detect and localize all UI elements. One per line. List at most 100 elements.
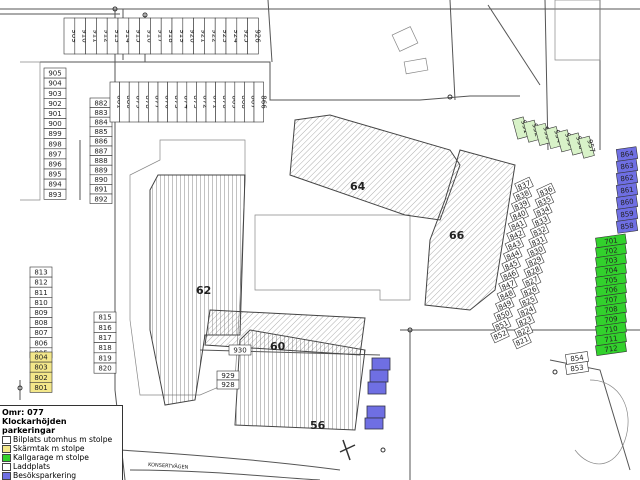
parking-spot-label: 920 — [189, 29, 197, 42]
parking-spot-label: 899 — [48, 130, 61, 138]
parking-spot-label: 922 — [210, 29, 218, 42]
parking-spot-label: 930 — [233, 347, 246, 355]
parking-spot-label: 885 — [94, 128, 107, 136]
parking-spot-label: 892 — [94, 195, 107, 203]
parking-spot-853: 853 — [565, 361, 589, 375]
parking-spot-label: 884 — [94, 119, 108, 127]
parking-spot-label: 811 — [34, 289, 47, 297]
building-label-56: 56 — [310, 419, 326, 432]
parking-spot-label: 897 — [48, 150, 61, 158]
legend-item-visitor: Besöksparkering — [2, 471, 122, 480]
parking-spot-label: 889 — [94, 167, 107, 175]
parking-spot-label: 957 — [585, 139, 596, 154]
visitor-spot — [369, 369, 389, 383]
parking-spot-label: 858 — [620, 222, 634, 232]
parking-spot-892: 892 — [89, 193, 113, 204]
parking-spot-label: 705 — [604, 276, 618, 286]
parking-spot-label: 911 — [92, 29, 100, 42]
parking-spot-885: 885 — [89, 126, 113, 137]
parking-spot-804: 804 — [29, 351, 53, 363]
parking-spot-label: 816 — [98, 324, 112, 332]
parking-spot-label: 872 — [202, 95, 210, 108]
parking-spot-label: 894 — [48, 181, 62, 189]
parking-spot-label: 711 — [604, 335, 618, 345]
parking-spot-label: 806 — [34, 339, 48, 347]
parking-spot-891: 891 — [89, 184, 113, 195]
visitor-spot — [364, 417, 384, 430]
parking-spot-label: 895 — [48, 171, 61, 179]
building-66 — [424, 149, 516, 311]
parking-spot-label: 802 — [34, 374, 47, 382]
parking-spot-926: 926 — [247, 17, 262, 55]
parking-spot-label: 808 — [34, 319, 47, 327]
parking-spot-801: 801 — [29, 381, 53, 393]
parking-spot-label: 817 — [98, 334, 111, 342]
parking-spot-label: 875 — [173, 95, 181, 108]
parking-spot-label: 863 — [620, 162, 634, 172]
building-62 — [149, 174, 246, 406]
legend-label: Kallgarage m stolpe — [13, 453, 89, 462]
parking-spot-866: 866 — [253, 81, 267, 123]
parking-spot-label: 904 — [48, 80, 62, 88]
parking-spot-label: 886 — [94, 138, 108, 146]
parking-spot-883: 883 — [89, 107, 113, 118]
visitor-spot — [366, 405, 386, 419]
parking-spot-label: 854 — [570, 354, 585, 364]
legend-swatch — [2, 462, 11, 471]
parking-spot-label: 912 — [102, 29, 110, 42]
parking-spot-929: 929 — [216, 370, 240, 381]
parking-spot-label: 819 — [98, 354, 111, 362]
parking-spot-label: 888 — [94, 157, 107, 165]
building-labels: 62 60 64 66 56 — [196, 180, 465, 432]
parking-spot-label: 809 — [34, 309, 47, 317]
parking-spot-label: 862 — [620, 174, 634, 184]
parking-spot-904: 904 — [43, 77, 67, 89]
parking-spot-888: 888 — [89, 155, 113, 166]
building-64 — [289, 114, 461, 221]
parking-spot-label: 820 — [98, 365, 111, 373]
parking-spot-label: 883 — [94, 109, 107, 117]
parking-spot-label: 890 — [94, 176, 107, 184]
parking-spot-886: 886 — [89, 136, 113, 147]
parking-spot-889: 889 — [89, 164, 113, 176]
parking-spot-label: 853 — [570, 364, 584, 374]
parking-spot-label: 917 — [156, 29, 164, 42]
parking-spot-928: 928 — [216, 379, 240, 390]
parking-spot-818: 818 — [93, 342, 117, 354]
parking-spot-label: 812 — [34, 279, 47, 287]
parking-spot-label: 869 — [231, 95, 239, 108]
parking-spot-815: 815 — [93, 311, 117, 323]
parking-spot-label: 901 — [48, 110, 61, 118]
parking-spot-label: 859 — [620, 210, 634, 220]
parking-spot-label: 877 — [154, 95, 162, 108]
parking-spot-label: 702 — [604, 246, 618, 256]
parking-spot-label: 924 — [232, 29, 240, 43]
building-label-64: 64 — [350, 180, 366, 193]
parking-spot-label: 804 — [34, 354, 48, 362]
map-legend: Omr: 077 Klockarhöjden parkeringar Bilpl… — [0, 405, 123, 480]
parking-spot-label: 874 — [183, 95, 191, 109]
parking-spot-label: 703 — [604, 256, 618, 266]
parking-spot-label: 866 — [259, 95, 267, 109]
legend-label: Skärmtak m stolpe — [13, 444, 85, 453]
parking-spot-label: 923 — [221, 29, 229, 42]
parking-spot-887: 887 — [89, 145, 113, 156]
parking-spot-label: 916 — [146, 29, 154, 43]
parking-spot-810: 810 — [29, 296, 53, 308]
parking-spot-819: 819 — [93, 352, 117, 364]
legend-swatch — [2, 453, 11, 462]
parking-spot-884: 884 — [89, 116, 113, 128]
street-label: KONSERTVÄGEN — [148, 461, 189, 471]
parking-spot-label: 861 — [620, 186, 634, 196]
parking-spot-label: 914 — [124, 29, 132, 43]
parking-spot-label: 929 — [221, 372, 234, 380]
building-label-60: 60 — [270, 340, 286, 353]
building-label-66: 66 — [449, 229, 465, 242]
parking-spot-712: 712 — [595, 341, 627, 356]
parking-spot-817: 817 — [93, 332, 117, 343]
parking-spot-label: 803 — [34, 364, 47, 372]
parking-spot-label: 818 — [98, 344, 111, 352]
parking-spot-label: 813 — [34, 269, 47, 277]
parking-spot-894: 894 — [43, 178, 67, 190]
parking-spot-label: 708 — [604, 305, 618, 315]
